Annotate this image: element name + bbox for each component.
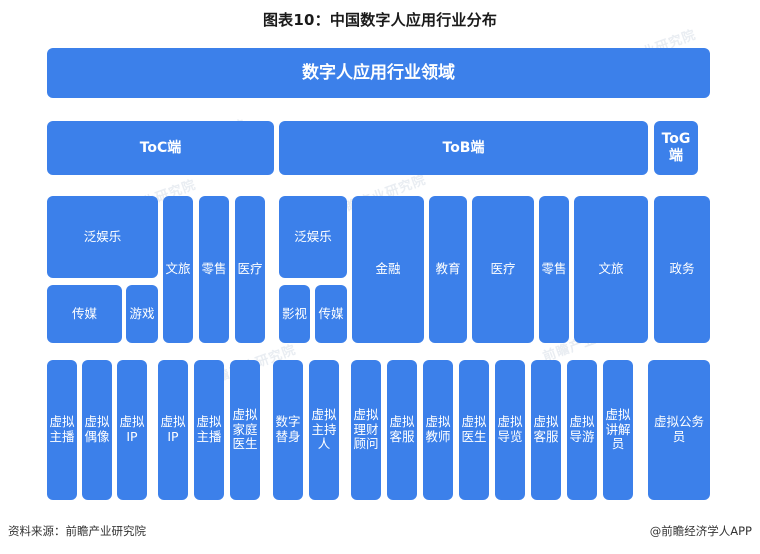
diagram-node-industry-5[interactable]: 医疗 <box>235 196 265 343</box>
diagram-node-application-9-label: 虚拟客服 <box>389 414 415 444</box>
diagram-node-industry-0-label: 泛娱乐 <box>83 228 122 244</box>
diagram-node-application-14[interactable]: 虚拟导游 <box>567 360 597 500</box>
diagram-node-application-9[interactable]: 虚拟客服 <box>387 360 417 500</box>
diagram-node-industry-5-label: 医疗 <box>237 261 263 277</box>
diagram-node-root[interactable]: 数字人应用行业领域 <box>47 48 710 98</box>
diagram-node-application-3[interactable]: 虚拟IP <box>158 360 188 500</box>
diagram-node-industry-13-label: 文旅 <box>598 261 624 277</box>
diagram-node-segment-toc[interactable]: ToC端 <box>47 121 274 175</box>
diagram-node-application-16-label: 虚拟公务员 <box>653 414 704 444</box>
diagram-node-application-16[interactable]: 虚拟公务员 <box>648 360 710 500</box>
diagram-node-industry-7-label: 影视 <box>281 305 307 321</box>
diagram-node-application-12-label: 虚拟导览 <box>497 414 523 444</box>
diagram-node-application-8-label: 虚拟理财顾问 <box>353 406 379 452</box>
diagram-node-application-15-label: 虚拟讲解员 <box>605 406 631 452</box>
diagram-node-industry-8[interactable]: 传媒 <box>315 285 347 343</box>
diagram-node-application-7[interactable]: 虚拟主持人 <box>309 360 339 500</box>
diagram-node-application-13-label: 虚拟客服 <box>533 414 559 444</box>
brand-label: @前瞻经济学人APP <box>649 524 752 538</box>
diagram-node-segment-toc-label: ToC端 <box>139 139 182 156</box>
diagram-node-industry-0[interactable]: 泛娱乐 <box>47 196 158 278</box>
diagram-node-application-1-label: 虚拟偶像 <box>84 414 110 444</box>
diagram-node-industry-3-label: 文旅 <box>165 261 191 277</box>
diagram-node-application-7-label: 虚拟主持人 <box>311 406 337 452</box>
diagram-node-industry-4[interactable]: 零售 <box>199 196 229 343</box>
diagram-node-industry-2[interactable]: 游戏 <box>126 285 158 343</box>
diagram-node-industry-2-label: 游戏 <box>129 305 155 321</box>
diagram-node-application-11[interactable]: 虚拟医生 <box>459 360 489 500</box>
diagram-node-application-10-label: 虚拟教师 <box>425 414 451 444</box>
diagram-node-application-2[interactable]: 虚拟IP <box>117 360 147 500</box>
diagram-node-industry-9[interactable]: 金融 <box>352 196 424 343</box>
diagram-node-industry-14[interactable]: 政务 <box>654 196 710 343</box>
diagram-node-industry-3[interactable]: 文旅 <box>163 196 193 343</box>
diagram-node-application-12[interactable]: 虚拟导览 <box>495 360 525 500</box>
diagram-node-industry-12-label: 零售 <box>541 261 567 277</box>
diagram-node-application-1[interactable]: 虚拟偶像 <box>82 360 112 500</box>
diagram-node-industry-8-label: 传媒 <box>318 305 344 321</box>
diagram-node-application-10[interactable]: 虚拟教师 <box>423 360 453 500</box>
diagram-node-industry-12[interactable]: 零售 <box>539 196 569 343</box>
diagram-node-industry-1[interactable]: 传媒 <box>47 285 122 343</box>
diagram-node-industry-10[interactable]: 教育 <box>429 196 467 343</box>
diagram-node-application-6[interactable]: 数字替身 <box>273 360 303 500</box>
diagram-node-industry-13[interactable]: 文旅 <box>574 196 648 343</box>
diagram-node-application-3-label: 虚拟IP <box>160 414 186 444</box>
diagram-node-root-label: 数字人应用行业领域 <box>302 62 455 83</box>
diagram-node-industry-6-label: 泛娱乐 <box>294 228 332 244</box>
page-title: 图表10：中国数字人应用行业分布 <box>262 11 498 29</box>
diagram-node-segment-tog-label: ToG端 <box>661 131 691 164</box>
diagram-node-industry-14-label: 政务 <box>669 261 695 277</box>
diagram-node-industry-11[interactable]: 医疗 <box>472 196 534 343</box>
diagram-node-industry-11-label: 医疗 <box>490 261 516 277</box>
diagram-node-application-15[interactable]: 虚拟讲解员 <box>603 360 633 500</box>
diagram-node-application-6-label: 数字替身 <box>275 414 301 444</box>
diagram-node-industry-1-label: 传媒 <box>71 305 97 321</box>
diagram-node-industry-9-label: 金融 <box>375 261 401 277</box>
diagram-node-application-5-label: 虚拟家庭医生 <box>232 406 258 452</box>
diagram-node-segment-tog[interactable]: ToG端 <box>654 121 698 175</box>
diagram-node-industry-4-label: 零售 <box>201 261 227 277</box>
diagram-node-application-5[interactable]: 虚拟家庭医生 <box>230 360 260 500</box>
diagram-node-application-11-label: 虚拟医生 <box>461 414 487 444</box>
diagram-node-segment-tob[interactable]: ToB端 <box>279 121 648 175</box>
diagram-node-application-13[interactable]: 虚拟客服 <box>531 360 561 500</box>
diagram-node-industry-10-label: 教育 <box>435 261 461 277</box>
diagram-node-industry-6[interactable]: 泛娱乐 <box>279 196 347 278</box>
diagram-node-application-4-label: 虚拟主播 <box>196 414 222 444</box>
source-label: 资料来源：前瞻产业研究院 <box>8 524 146 538</box>
diagram-node-application-2-label: 虚拟IP <box>119 414 145 444</box>
diagram-node-industry-7[interactable]: 影视 <box>279 285 310 343</box>
diagram-node-segment-tob-label: ToB端 <box>442 139 485 156</box>
diagram-node-application-14-label: 虚拟导游 <box>569 414 595 444</box>
diagram-node-application-8[interactable]: 虚拟理财顾问 <box>351 360 381 500</box>
diagram-node-application-0[interactable]: 虚拟主播 <box>47 360 77 500</box>
diagram-node-application-4[interactable]: 虚拟主播 <box>194 360 224 500</box>
diagram-node-application-0-label: 虚拟主播 <box>49 414 75 444</box>
